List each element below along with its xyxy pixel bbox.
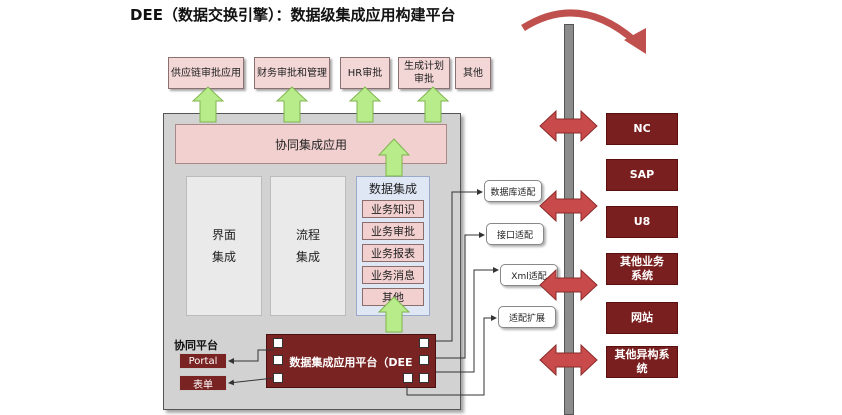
curved-arrow-head (624, 28, 646, 54)
up-arrow (377, 138, 411, 177)
dee-platform-label: 数据集成应用平台（DEE (289, 356, 413, 369)
collab-platform-title: 协同平台 (174, 339, 218, 352)
data-integration-title: 数据集成 (368, 182, 417, 196)
system-u8: U8 (606, 206, 678, 238)
double-arrow (539, 189, 598, 223)
connector-portal (228, 349, 274, 364)
form-box: 表单 (179, 375, 227, 391)
other-app-box: 其他 (455, 57, 491, 89)
up-arrow (275, 86, 309, 123)
up-arrow (377, 296, 411, 333)
data-item-business-message: 业务消息 (362, 266, 424, 284)
system-sap: SAP (606, 159, 678, 191)
interface-adapter: 接口适配 (486, 223, 544, 245)
dee-port (273, 355, 283, 365)
curved-arrow (521, 9, 639, 45)
data-item-business-report: 业务报表 (362, 244, 424, 262)
dee-port (419, 355, 429, 365)
hr-approval-box: HR审批 (340, 57, 390, 89)
dee-platform-box: 数据集成应用平台（DEE (266, 334, 436, 388)
flow-integration-box: 流程 集成 (270, 176, 346, 316)
connector-form (228, 377, 275, 386)
system-other-heterogeneous: 其他异构系 统 (606, 346, 678, 378)
system-nc: NC (606, 113, 678, 145)
ui-integration-box: 界面 集成 (186, 176, 262, 316)
data-integration-box: 数据集成 业务知识 业务审批 业务报表 业务消息 其他 (356, 176, 430, 316)
db-adapter: 数据库适配 (484, 180, 542, 202)
up-arrow (416, 86, 450, 123)
production-plan-approval-box: 生成计划 审批 (398, 57, 450, 89)
connector-db (436, 189, 483, 342)
dee-port (419, 373, 429, 383)
double-arrow (539, 343, 598, 377)
system-website: 网站 (606, 302, 678, 334)
double-arrow (539, 109, 598, 143)
diagram-title: DEE（数据交换引擎）：数据级集成应用构建平台 (130, 6, 456, 24)
data-item-business-knowledge: 业务知识 (362, 200, 424, 218)
up-arrow (191, 86, 225, 123)
up-arrow (348, 86, 382, 123)
xml-adapter: Xml适配 (500, 264, 558, 286)
connector-ext (406, 315, 497, 396)
connector-xml (436, 267, 499, 373)
adapter-extension: 适配扩展 (498, 306, 556, 328)
connector-interface (436, 232, 485, 359)
double-arrow (539, 268, 598, 302)
portal-box: Portal (179, 353, 227, 369)
data-item-business-approval: 业务审批 (362, 222, 424, 240)
dee-port (419, 338, 429, 348)
system-other-business: 其他业务 系统 (606, 253, 678, 285)
dee-port (403, 373, 413, 383)
dee-port (273, 338, 283, 348)
